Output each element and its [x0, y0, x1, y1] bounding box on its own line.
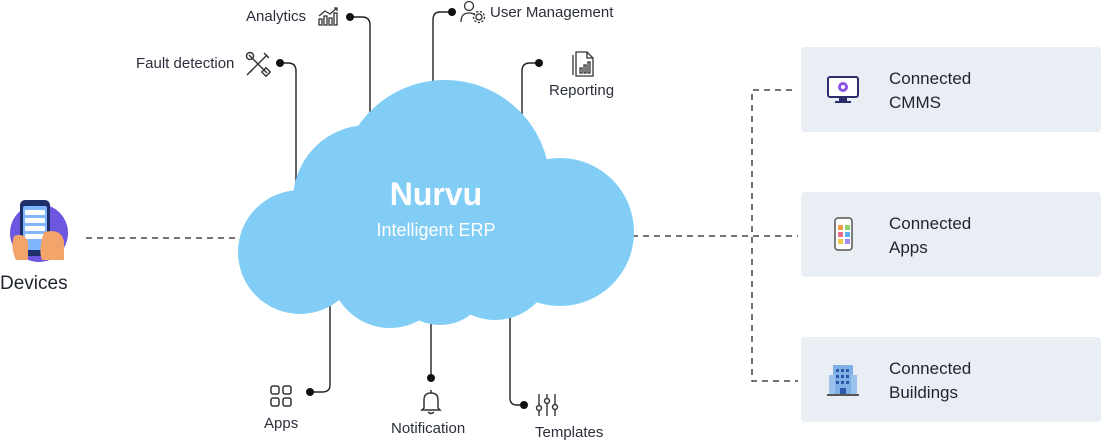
sliders-icon: [535, 394, 559, 416]
cards-bracket: [751, 89, 798, 382]
connected-cmms-line1: Connected: [889, 69, 972, 88]
fault-detection-connector: [280, 62, 297, 195]
templates-connector: [509, 300, 522, 406]
fault-detection-label: Fault detection: [136, 55, 235, 72]
templates-label: Templates: [535, 424, 604, 441]
notification-label: Notification: [391, 420, 466, 437]
reporting-dot: [535, 59, 543, 67]
building-icon: [827, 365, 859, 396]
connected-buildings-line2: Buildings: [889, 383, 958, 402]
analytics-label: Analytics: [246, 8, 307, 25]
notification-dot: [427, 374, 435, 382]
cloud-subtitle: Intelligent ERP: [376, 220, 496, 240]
apps-label: Apps: [264, 415, 299, 432]
analytics-dot: [346, 13, 354, 21]
connected-apps-line1: Connected: [889, 214, 972, 233]
devices-icon: [10, 200, 68, 262]
analytics-connector: [350, 16, 371, 140]
apps-grid-icon: [270, 385, 292, 407]
monitor-gear-icon: [827, 76, 859, 103]
connected-cmms-text: Connected CMMS: [889, 67, 971, 115]
apps-connector: [312, 290, 331, 393]
user-management-connector: [432, 11, 452, 100]
analytics-icon: [318, 7, 338, 26]
user-management-label: User Management: [490, 4, 614, 21]
connected-apps-text: Connected Apps: [889, 212, 971, 260]
user-management-dot: [448, 8, 456, 16]
templates-dot: [520, 401, 528, 409]
reporting-connector: [521, 62, 539, 140]
apps-dot: [306, 388, 314, 396]
report-document-icon: [572, 51, 594, 77]
connected-cmms-card: Connected CMMS: [801, 47, 1101, 132]
bell-icon: [420, 390, 442, 415]
phone-apps-icon: [834, 217, 853, 251]
cloud-title: Nurvu: [389, 176, 483, 212]
fault-detection-dot: [276, 59, 284, 67]
tools-icon: [245, 51, 271, 77]
cloud-shape: [238, 80, 634, 328]
reporting-label: Reporting: [549, 82, 615, 99]
connected-buildings-card: Connected Buildings: [801, 337, 1101, 422]
connected-apps-line2: Apps: [889, 238, 928, 257]
connected-cmms-line2: CMMS: [889, 93, 941, 112]
connected-apps-card: Connected Apps: [801, 192, 1101, 277]
connected-buildings-line1: Connected: [889, 359, 972, 378]
devices-label: Devices: [0, 273, 68, 294]
connected-buildings-text: Connected Buildings: [889, 357, 971, 405]
user-gear-icon: [460, 0, 486, 24]
